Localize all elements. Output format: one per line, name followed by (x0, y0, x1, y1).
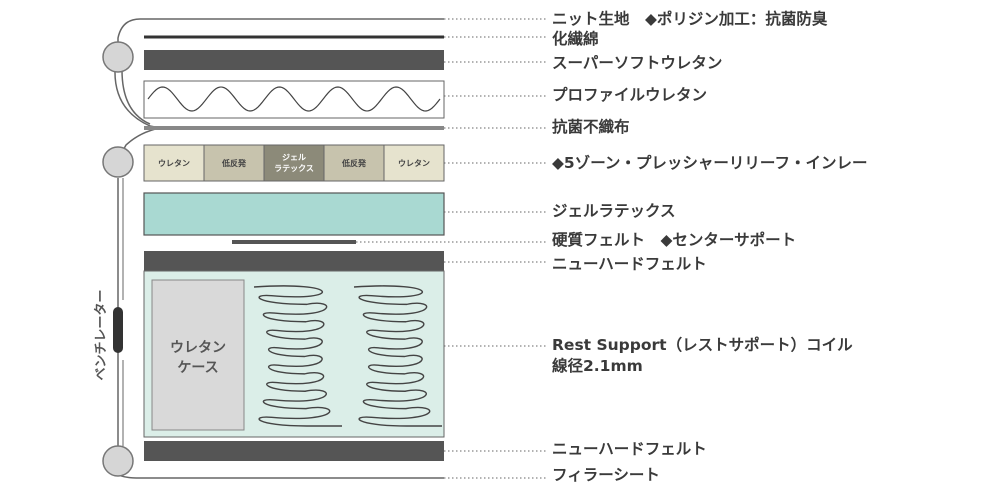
label-nonwoven: 抗菌不織布 (552, 118, 630, 136)
label-new-hard-felt-top: ニューハードフェルト (552, 255, 707, 273)
zone-label: ジェル (282, 153, 306, 162)
label-fiber: 化繊綿 (552, 30, 599, 48)
five-zone-inlay: ウレタン 低反発 ジェルラテックス 低反発 ウレタン (143, 144, 445, 182)
hard-felt-bar (232, 240, 356, 244)
label-gel-latex: ジェルラテックス (552, 202, 676, 220)
label-filler-sheet: フィラーシート (552, 466, 660, 484)
leader-lines (356, 18, 548, 479)
label-new-hard-felt-bottom: ニューハードフェルト (552, 440, 707, 458)
cover-wrap-line (121, 69, 151, 125)
zone-cell (323, 144, 385, 182)
ventilator-capsule (113, 307, 123, 353)
zone-cell (383, 144, 445, 182)
zone-label: 低反発 (341, 158, 367, 168)
nonwoven-layer (144, 126, 444, 130)
coil-spring (353, 285, 442, 427)
zone-label: 低反発 (221, 158, 247, 168)
new-hard-felt-top-layer (144, 251, 444, 271)
zone-label: ウレタン (398, 158, 430, 168)
label-profile-urethane: プロファイルウレタン (552, 86, 708, 104)
label-five-zone: ◆5ゾーン・プレッシャーリリーフ・インレー (552, 154, 868, 172)
gel-latex-layer (143, 192, 445, 236)
profile-urethane-wave (147, 86, 441, 112)
zone-label: ラテックス (274, 163, 314, 173)
cover-wrap-line (114, 69, 161, 129)
label-soft-urethane: スーパーソフトウレタン (552, 54, 723, 72)
new-hard-felt-bottom-layer (144, 441, 444, 461)
zone-cell (203, 144, 265, 182)
edge-roll-circle (102, 445, 134, 477)
ventilator-label: ベンチレーター (94, 289, 109, 380)
label-hard-felt: 硬質フェルト ◆センターサポート (552, 231, 797, 249)
label-coil: Rest Support（レストサポート）コイル (552, 336, 853, 354)
urethane-case (151, 279, 245, 431)
coil-spring (253, 285, 342, 427)
zone-cell (263, 144, 325, 182)
bottom-cover-outline (117, 473, 444, 479)
zone-cell (143, 144, 205, 182)
label-knit: ニット生地 ◆ポリジン加工：抗菌防臭 (552, 10, 828, 28)
label-coil-diameter: 線径2.1mm (552, 357, 643, 375)
edge-roll-circle (102, 41, 134, 73)
urethane-case-label: ケース (177, 360, 218, 376)
urethane-case-label: ウレタン (170, 340, 226, 356)
edge-roll-circle (102, 146, 134, 178)
zone-label: ウレタン (158, 158, 190, 168)
top-cover-outline (117, 18, 444, 58)
super-soft-urethane-layer (144, 50, 444, 70)
